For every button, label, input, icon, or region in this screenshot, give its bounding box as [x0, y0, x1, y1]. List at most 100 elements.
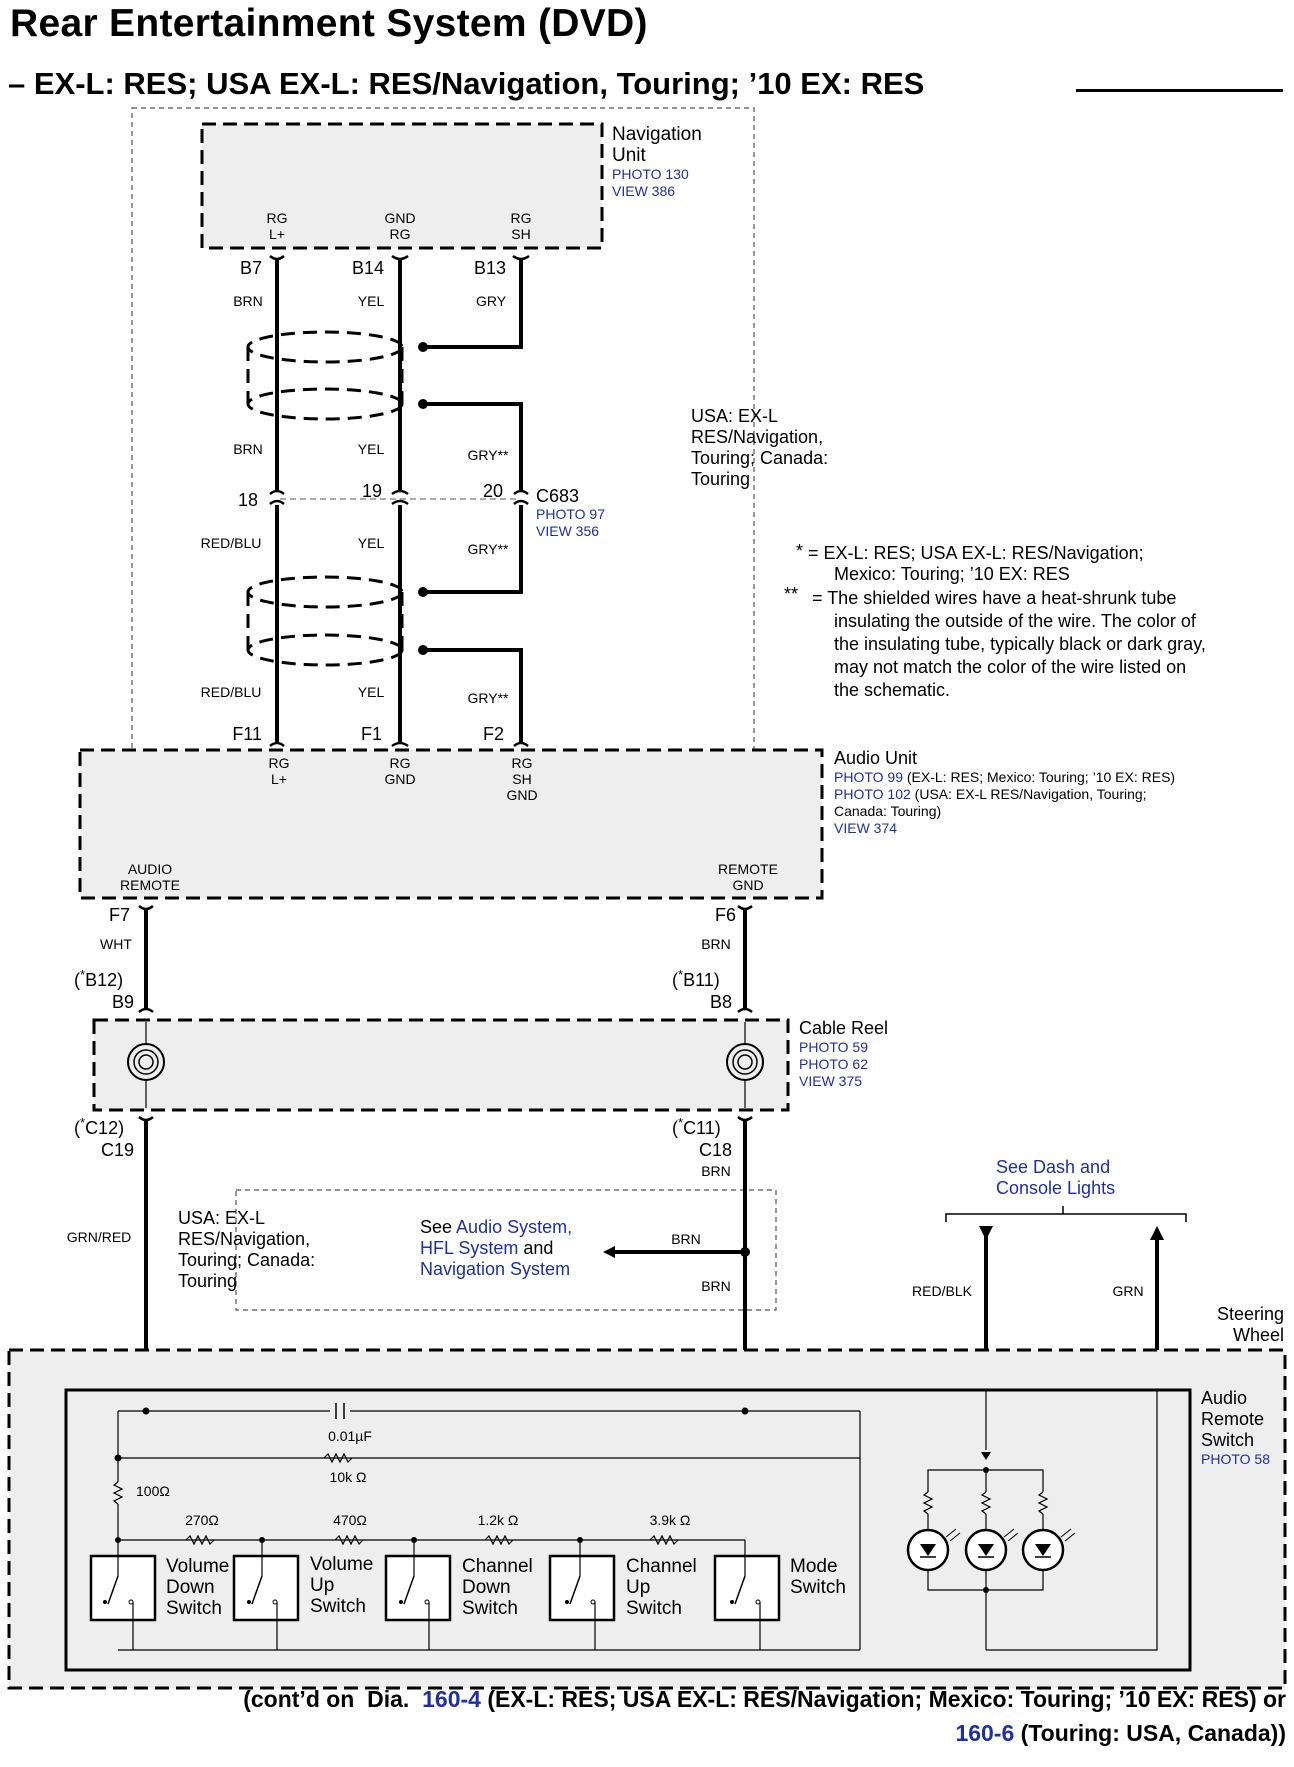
- junction-dot: [741, 1407, 749, 1415]
- light-ray-icon: [1007, 1532, 1019, 1542]
- led-return: [986, 1390, 1158, 1651]
- cable-reel-name: Cable Reel: [799, 1018, 888, 1038]
- footer-link-160-4[interactable]: 160-4: [422, 1686, 481, 1712]
- footer-link-160-6[interactable]: 160-6: [955, 1720, 1015, 1746]
- switch-label: Up: [310, 1575, 334, 1596]
- note-star-mark: *: [796, 541, 803, 561]
- wire-color: BRN: [233, 441, 263, 457]
- c683-view: VIEW 356: [536, 523, 599, 539]
- switch-label: Down: [462, 1577, 511, 1598]
- resistor-value: 10k Ω: [330, 1469, 367, 1485]
- footer-line-2: 160-6 (Touring: USA, Canada)): [955, 1720, 1286, 1747]
- c683-pin: 19: [362, 481, 382, 501]
- coil-icon-core: [737, 1054, 753, 1070]
- wire-color: YEL: [358, 293, 385, 309]
- junction-dot: [142, 1407, 150, 1415]
- splice-dot: [418, 342, 428, 352]
- cable-reel-alt: (*C11): [672, 1115, 721, 1139]
- switch-channel-down: [384, 1540, 452, 1650]
- ladder-resistor: [334, 1534, 364, 1546]
- led-resistor: [1037, 1491, 1049, 1515]
- cable-reel-alt: (*B12): [74, 967, 123, 991]
- wire-color: BRN: [671, 1231, 701, 1247]
- wire-color: GRY: [476, 293, 507, 309]
- audio-pin-label: RG: [390, 755, 411, 771]
- switch-label: Volume: [166, 1556, 229, 1577]
- wire-color: RED/BLK: [912, 1283, 973, 1299]
- audio-remote-switch-box: [64, 1388, 1192, 1672]
- region-note: USA: EX-L: [178, 1208, 265, 1228]
- switch-label: Channel: [626, 1556, 697, 1577]
- audio-remote-switch-name: Switch: [1201, 1430, 1254, 1450]
- switch-label: Mode: [790, 1556, 838, 1577]
- switch-volume-up: [232, 1540, 300, 1650]
- light-ray-icon: [1003, 1528, 1015, 1538]
- see-also-link[interactable]: Navigation System: [420, 1259, 570, 1279]
- terminal-label: F7: [109, 905, 130, 925]
- region-note: RES/Navigation,: [691, 427, 823, 447]
- note-star-text: = EX-L: RES; USA EX-L: RES/Navigation;: [808, 543, 1144, 563]
- steering-wheel-label: Steering: [1217, 1304, 1284, 1324]
- ladder-resistor: [484, 1534, 514, 1546]
- wire-gry: [423, 402, 523, 492]
- terminal-label: F1: [361, 724, 382, 744]
- dash-lights-bracket: [945, 1206, 1187, 1222]
- region-note: Touring: [178, 1271, 237, 1291]
- switch-label: Down: [166, 1577, 215, 1598]
- cable-reel-pin: B8: [710, 992, 732, 1012]
- capacitor-value: 0.01µF: [328, 1428, 372, 1444]
- ladder-resistor: [185, 1534, 215, 1546]
- switch-label: Channel: [462, 1556, 533, 1577]
- light-ray-icon: [1060, 1528, 1072, 1538]
- pin-symbol: [513, 499, 529, 505]
- subtitle-rule: [1076, 89, 1283, 92]
- see-also-link[interactable]: HFL System and: [420, 1238, 553, 1258]
- audio-pin-label: GND: [506, 787, 537, 803]
- wire-color: RED/BLU: [201, 535, 262, 551]
- wire-color: BRN: [701, 1163, 731, 1179]
- page-title: Rear Entertainment System (DVD): [10, 2, 648, 45]
- audio-pin-label: L+: [271, 771, 287, 787]
- switch-label: Switch: [166, 1598, 222, 1619]
- coil-icon-core: [138, 1054, 154, 1070]
- audio-unit-ref: PHOTO 99 (EX-L: RES; Mexico: Touring; ’1…: [834, 769, 1175, 785]
- note-dstar-mark: **: [784, 584, 798, 604]
- audio-pin-label: GND: [732, 877, 763, 893]
- wire-gry-shield-lower: [423, 505, 523, 594]
- c683-pin: 18: [238, 490, 258, 510]
- wire-color: YEL: [358, 684, 385, 700]
- pin-symbol: [391, 499, 409, 506]
- resistor-10k: [323, 1452, 353, 1464]
- junction-dot: [411, 1537, 417, 1543]
- footer-prefix: (cont’d on: [243, 1686, 355, 1712]
- resistor-100: [112, 1481, 124, 1505]
- cable-reel-box: [92, 1018, 790, 1112]
- cable-reel-ref: PHOTO 62: [799, 1056, 868, 1072]
- junction-dot: [577, 1537, 583, 1543]
- pin-symbol: [269, 489, 285, 495]
- splice-dot: [418, 399, 428, 409]
- audio-pin-label: RG: [269, 755, 290, 771]
- audio-pin-label: SH: [512, 771, 531, 787]
- see-also-link[interactable]: See Audio System,: [420, 1217, 572, 1237]
- region-note: USA: EX-L: [691, 406, 778, 426]
- wire-color: GRN/RED: [67, 1229, 132, 1245]
- nav-pin-label: SH: [511, 226, 530, 242]
- shield-ellipse: [246, 575, 404, 609]
- dash-lights-link[interactable]: See Dash and: [996, 1157, 1110, 1177]
- ladder-resistor: [649, 1534, 679, 1546]
- dash-lights-link[interactable]: Console Lights: [996, 1178, 1115, 1198]
- terminal-label: B14: [352, 258, 384, 278]
- terminal-label: F6: [715, 905, 736, 925]
- audio-pin-label: RG: [512, 755, 533, 771]
- led-resistor: [980, 1491, 992, 1515]
- light-ray-icon: [1064, 1532, 1076, 1542]
- junction-dot: [259, 1537, 265, 1543]
- switch-label: Switch: [462, 1598, 518, 1619]
- switch-label: Switch: [310, 1596, 366, 1617]
- arrow-down-icon: [981, 1452, 991, 1460]
- splice-dot: [418, 587, 428, 597]
- audio-remote-switch-name: Remote: [1201, 1409, 1264, 1429]
- region-note: Touring; Canada:: [178, 1250, 315, 1270]
- cable-reel-pin: B9: [112, 992, 134, 1012]
